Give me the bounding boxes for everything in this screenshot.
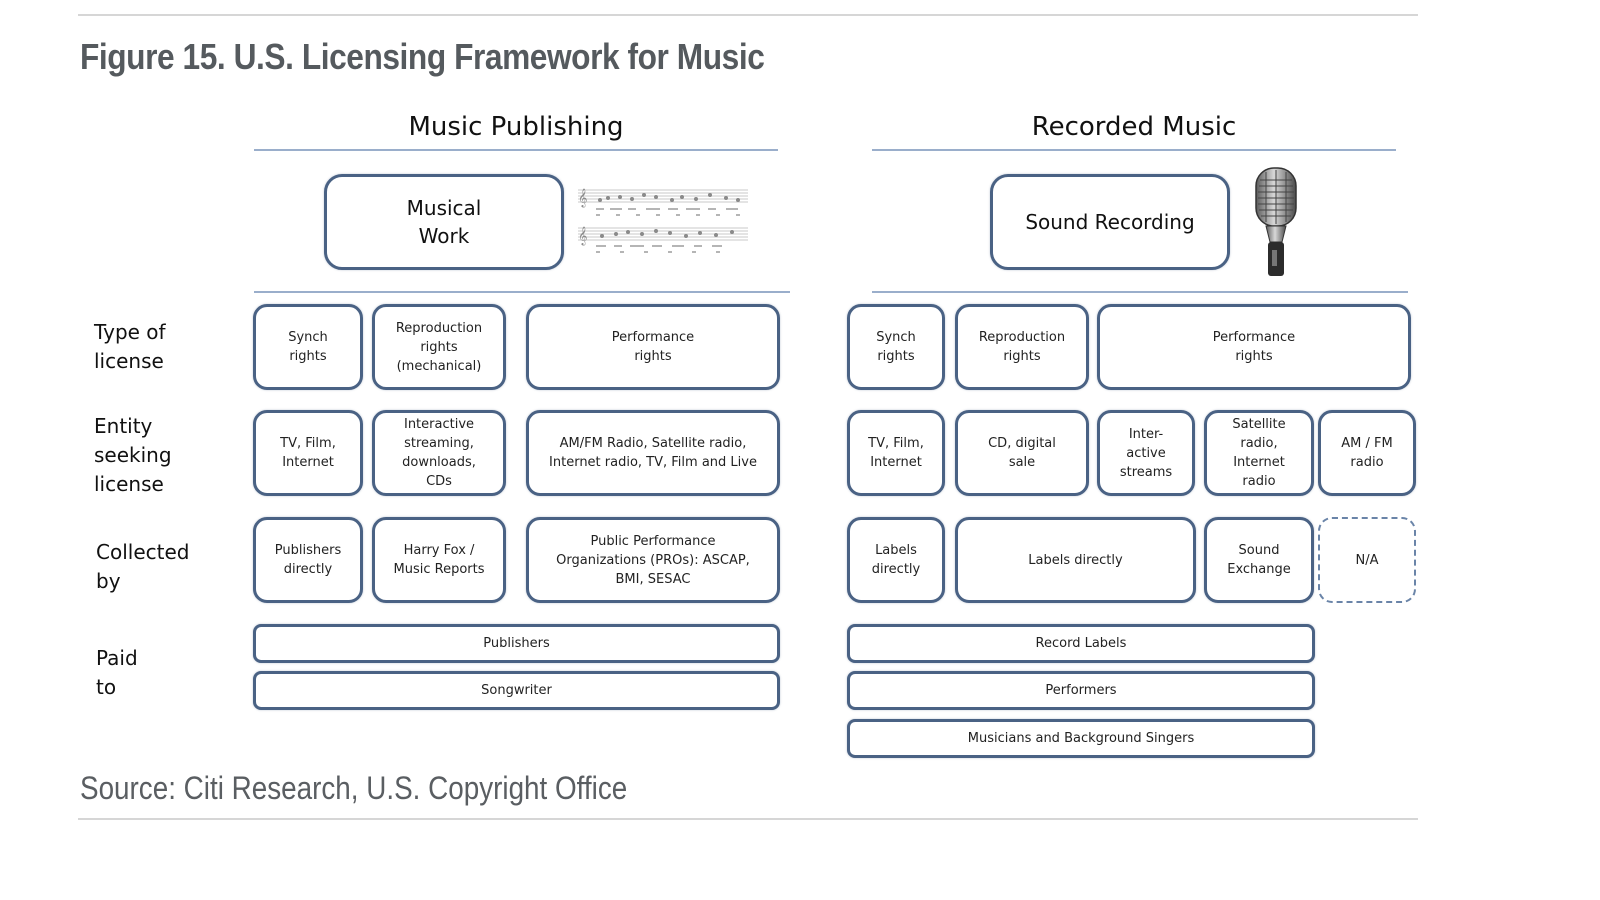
rm-entity-cd-digital: CD, digital sale (955, 410, 1089, 496)
svg-text:𝄞: 𝄞 (578, 188, 587, 208)
recorded-music-work-rule (872, 291, 1408, 293)
figure-title: Figure 15. U.S. Licensing Framework for … (80, 36, 765, 77)
rm-collected-sound-exchange: Sound Exchange (1204, 517, 1314, 603)
rm-entity-satellite-internet: Satellite radio, Internet radio (1204, 410, 1314, 496)
music-publishing-title-rule (254, 149, 778, 151)
mp-license-performance: Performance rights (526, 304, 780, 390)
rm-license-performance: Performance rights (1097, 304, 1411, 390)
top-rule (78, 14, 1418, 16)
sheet-music-icon: 𝄞 𝄞 (578, 188, 748, 253)
row-label-collected-by: Collected by (96, 540, 190, 593)
mp-license-reproduction: Reproduction rights (mechanical) (372, 304, 506, 390)
mp-paid-songwriter: Songwriter (253, 671, 780, 710)
rm-collected-labels-directly: Labels directly (955, 517, 1196, 603)
rm-license-reproduction: Reproduction rights (955, 304, 1089, 390)
bottom-rule (78, 818, 1418, 820)
microphone-icon (1255, 167, 1297, 276)
rm-collected-na: N/A (1318, 517, 1416, 603)
rm-paid-musicians-singers: Musicians and Background Singers (847, 719, 1315, 758)
svg-text:𝄞: 𝄞 (578, 226, 587, 246)
music-publishing-title: Music Publishing (408, 112, 624, 142)
mp-license-synch: Synch rights (253, 304, 363, 390)
mp-collected-harry-fox: Harry Fox / Music Reports (372, 517, 506, 603)
mp-paid-publishers: Publishers (253, 624, 780, 663)
rm-entity-am-fm: AM / FM radio (1318, 410, 1416, 496)
row-label-entity-seeking-license: Entity seeking license (94, 414, 172, 496)
rm-paid-record-labels: Record Labels (847, 624, 1315, 663)
row-label-paid-to: Paid to (96, 646, 138, 699)
rm-collected-labels-directly-synch: Labels directly (847, 517, 945, 603)
recorded-music-title: Recorded Music (1031, 112, 1237, 142)
row-label-type-of-license: Type of license (94, 320, 166, 373)
mp-entity-interactive: Interactive streaming, downloads, CDs (372, 410, 506, 496)
recorded-music-title-rule (872, 149, 1396, 151)
mp-entity-tv-film-internet: TV, Film, Internet (253, 410, 363, 496)
mp-collected-pros: Public Performance Organizations (PROs):… (526, 517, 780, 603)
rm-paid-performers: Performers (847, 671, 1315, 710)
rm-entity-tv-film-internet: TV, Film, Internet (847, 410, 945, 496)
mp-entity-radio-tv-live: AM/FM Radio, Satellite radio, Internet r… (526, 410, 780, 496)
sound-recording-box: Sound Recording (990, 174, 1230, 270)
music-publishing-work-rule (254, 291, 790, 293)
rm-license-synch: Synch rights (847, 304, 945, 390)
musical-work-box: Musical Work (324, 174, 564, 270)
rm-entity-interactive-streams: Inter- active streams (1097, 410, 1195, 496)
source-note: Source: Citi Research, U.S. Copyright Of… (80, 770, 628, 806)
mp-collected-publishers-directly: Publishers directly (253, 517, 363, 603)
